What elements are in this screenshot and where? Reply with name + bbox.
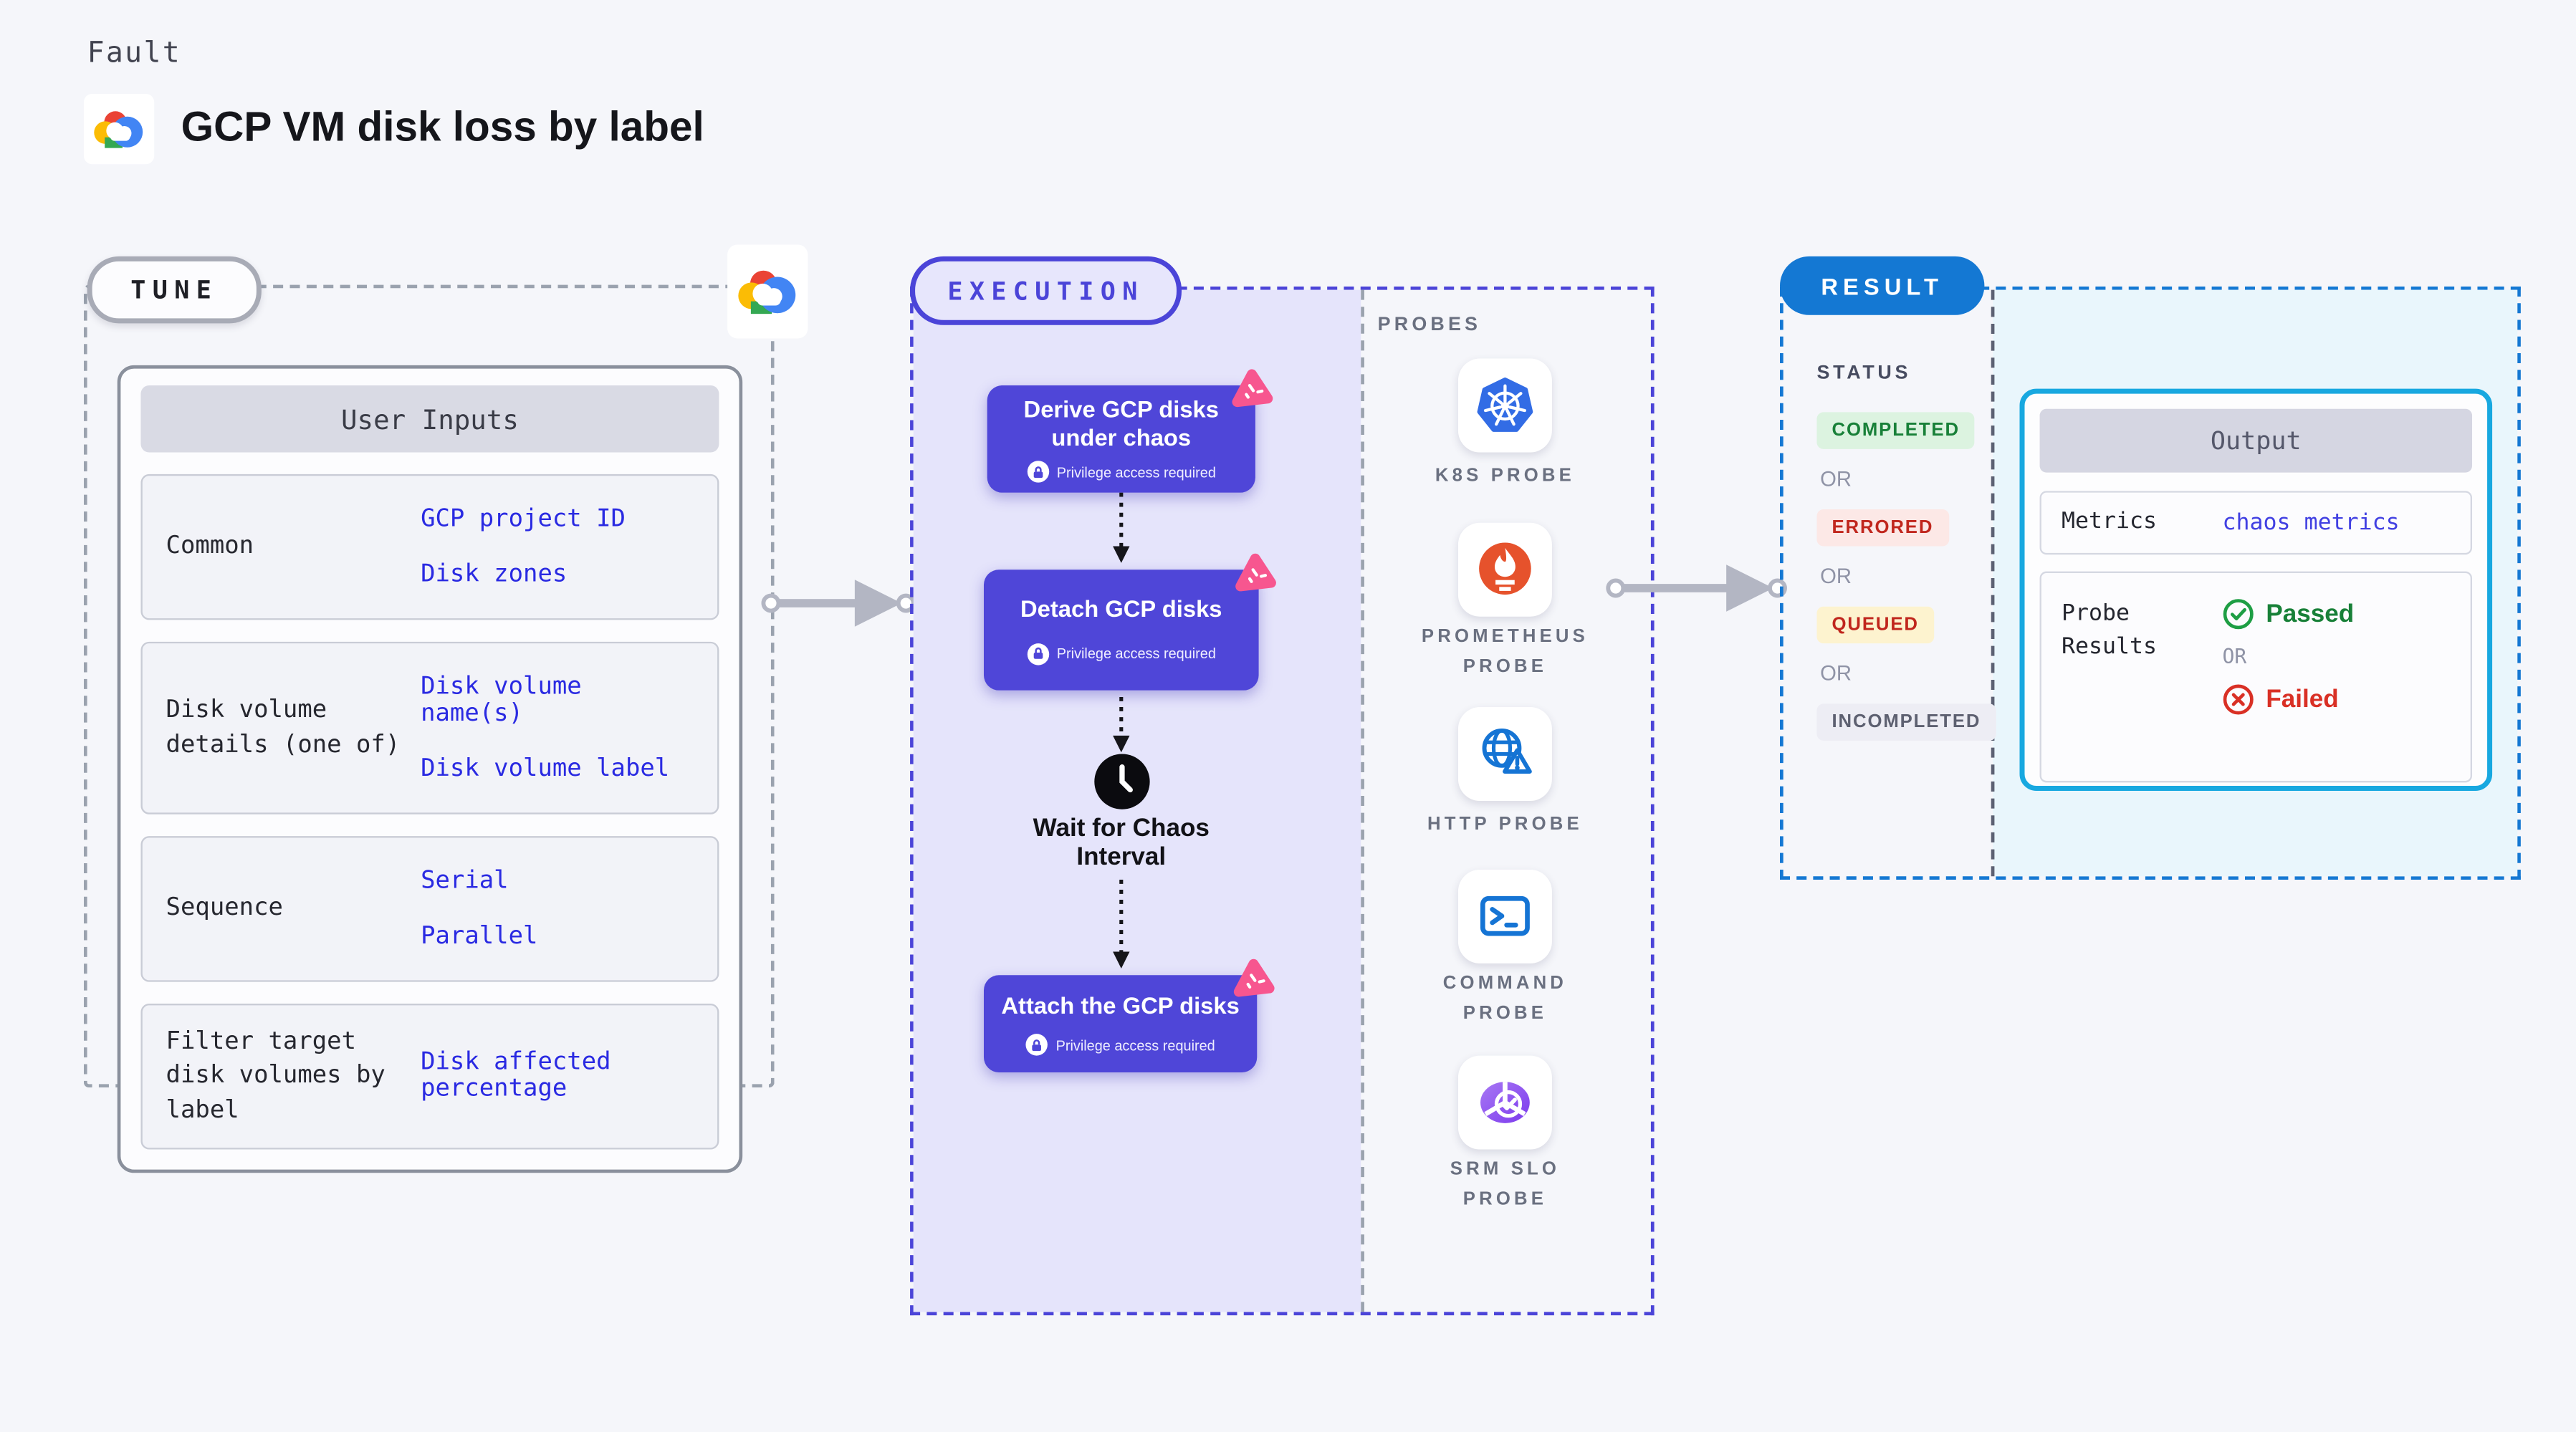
status-heading: STATUS bbox=[1816, 363, 1912, 384]
probe-card-command bbox=[1457, 869, 1552, 964]
step-derive-gcp-disks: Derive GCP disks under chaos Privilege a… bbox=[987, 385, 1255, 493]
metrics-label: Metrics bbox=[2061, 508, 2158, 535]
slo-donut-check-icon bbox=[1480, 1082, 1530, 1123]
probe-label: PROMETHEUS PROBE bbox=[1421, 626, 1589, 677]
terminal-icon bbox=[1480, 895, 1530, 936]
arrow-execution-to-result bbox=[1606, 564, 1787, 612]
tune-gcp-logo-card bbox=[727, 244, 808, 339]
or-separator: OR bbox=[1820, 564, 1852, 588]
chaos-icon bbox=[1232, 550, 1282, 600]
chaos-icon bbox=[1229, 366, 1278, 415]
row-label: Filter target disk volumes by label bbox=[166, 1029, 386, 1124]
table-row: Sequence Serial Parallel bbox=[140, 836, 719, 982]
row-value: Parallel bbox=[421, 923, 538, 951]
step-attach-gcp-disks: Attach the GCP disks Privilege access re… bbox=[983, 975, 1257, 1072]
output-card: Output Metrics chaos metrics Probe Resul… bbox=[2019, 388, 2493, 792]
prometheus-icon bbox=[1479, 542, 1531, 595]
gcp-cloud-icon bbox=[738, 270, 796, 314]
execution-section: Derive GCP disks under chaos Privilege a… bbox=[910, 286, 1655, 1316]
status-column: STATUS COMPLETED OR ERRORED OR QUEUED OR… bbox=[1816, 364, 1996, 741]
failed-line: Failed bbox=[2223, 683, 2355, 715]
row-value: GCP project ID bbox=[421, 506, 626, 533]
status-badge-queued: QUEUED bbox=[1816, 606, 1934, 644]
probe-card-prometheus bbox=[1457, 522, 1552, 617]
check-circle-icon bbox=[2223, 599, 2254, 630]
probe-card-k8s bbox=[1457, 358, 1552, 453]
privilege-badge: Privilege access required bbox=[1025, 1034, 1215, 1057]
metrics-row: Metrics chaos metrics bbox=[2039, 491, 2473, 555]
flow-arrow-down bbox=[1113, 697, 1130, 753]
flow-arrow-down bbox=[1113, 492, 1130, 563]
row-label: Disk volume details (one of) bbox=[166, 697, 401, 759]
gcp-logo-card bbox=[83, 93, 155, 165]
step-title: Detach GCP disks bbox=[1020, 595, 1222, 622]
table-row: Filter target disk volumes by label Disk… bbox=[140, 1004, 719, 1150]
table-row: Disk volume details (one of) Disk volume… bbox=[140, 641, 719, 814]
step-detach-gcp-disks: Detach GCP disks Privilege access requir… bbox=[983, 570, 1259, 691]
row-value: Disk zones bbox=[421, 561, 568, 588]
or-separator: OR bbox=[1820, 467, 1852, 491]
probe-label: HTTP PROBE bbox=[1427, 814, 1583, 835]
privilege-label: Privilege access required bbox=[1056, 645, 1216, 663]
x-circle-icon bbox=[2223, 684, 2254, 715]
fault-kicker: Fault bbox=[87, 37, 182, 71]
arrow-tune-to-execution bbox=[761, 580, 916, 627]
probe-card-http bbox=[1457, 707, 1552, 802]
row-label: Sequence bbox=[166, 895, 283, 923]
probe-results-label: Probe Results bbox=[2061, 600, 2158, 660]
flow-arrow-down bbox=[1113, 879, 1130, 969]
row-value: Serial bbox=[421, 868, 509, 895]
lock-icon bbox=[1026, 643, 1049, 665]
result-pill: RESULT bbox=[1780, 256, 1985, 315]
status-badge-errored: ERRORED bbox=[1816, 509, 1949, 547]
user-inputs-card: User Inputs Common GCP project ID Disk z… bbox=[117, 365, 743, 1173]
kubernetes-icon bbox=[1477, 377, 1533, 432]
probes-heading: PROBES bbox=[1377, 314, 1482, 335]
passed-line: Passed bbox=[2223, 598, 2355, 630]
passed-label: Passed bbox=[2266, 600, 2355, 629]
status-badge-completed: COMPLETED bbox=[1816, 412, 1975, 449]
result-divider bbox=[1991, 289, 1995, 877]
probe-label: COMMAND PROBE bbox=[1442, 973, 1568, 1024]
privilege-label: Privilege access required bbox=[1055, 1037, 1215, 1054]
lock-icon bbox=[1025, 1034, 1048, 1057]
clock-icon bbox=[1094, 754, 1150, 809]
result-section: STATUS COMPLETED OR ERRORED OR QUEUED OR… bbox=[1780, 286, 2521, 880]
privilege-label: Privilege access required bbox=[1056, 463, 1216, 481]
metrics-value: chaos metrics bbox=[2222, 509, 2400, 537]
table-row: Common GCP project ID Disk zones bbox=[140, 474, 719, 620]
execution-pill: EXECUTION bbox=[910, 256, 1182, 325]
page-title: GCP VM disk loss by label bbox=[181, 104, 704, 151]
probe-results-row: Probe Results Passed OR bbox=[2039, 571, 2473, 783]
row-value: Disk volume name(s) bbox=[421, 673, 582, 728]
probe-label: SRM SLO PROBE bbox=[1450, 1159, 1561, 1209]
globe-warning-icon bbox=[1482, 728, 1532, 774]
wait-for-chaos-interval-label: Wait for Chaos Interval bbox=[1033, 814, 1210, 872]
row-label: Common bbox=[166, 533, 254, 561]
lock-icon bbox=[1026, 461, 1049, 484]
privilege-badge: Privilege access required bbox=[1026, 643, 1216, 665]
failed-label: Failed bbox=[2266, 685, 2339, 714]
user-inputs-header: User Inputs bbox=[140, 385, 719, 453]
probes-divider bbox=[1361, 289, 1364, 1312]
or-separator: OR bbox=[1820, 661, 1852, 686]
step-title: Derive GCP disks under chaos bbox=[1023, 395, 1220, 451]
probe-card-srm-slo bbox=[1457, 1055, 1552, 1150]
output-header: Output bbox=[2039, 408, 2473, 473]
privilege-badge: Privilege access required bbox=[1026, 461, 1216, 484]
or-separator: OR bbox=[2222, 645, 2247, 669]
row-value: Disk volume label bbox=[421, 755, 670, 783]
status-badge-incompleted: INCOMPLETED bbox=[1816, 703, 1996, 741]
row-value: Disk affected percentage bbox=[421, 1049, 611, 1104]
chaos-icon bbox=[1231, 956, 1280, 1005]
tune-pill: TUNE bbox=[87, 256, 262, 324]
step-title: Attach the GCP disks bbox=[1001, 991, 1240, 1019]
probe-label: K8S PROBE bbox=[1435, 466, 1575, 486]
gcp-cloud-icon bbox=[94, 111, 143, 148]
